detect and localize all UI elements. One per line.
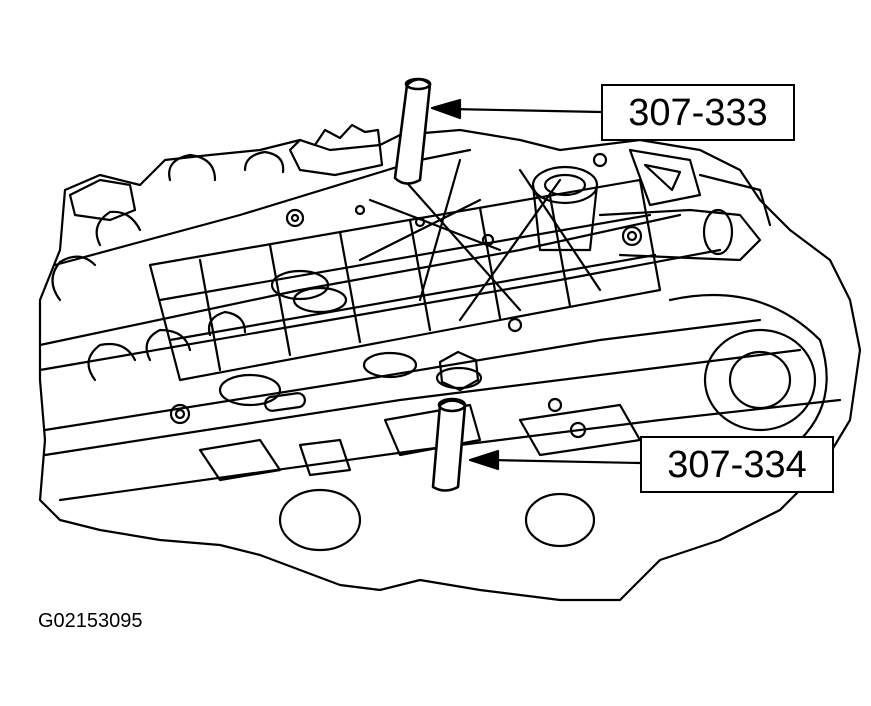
- leader-arrow-icon: [430, 98, 603, 120]
- callout-label-307-334: 307-334: [640, 436, 834, 493]
- hex-bolt-icon: [435, 350, 483, 392]
- wavy-bracket: [288, 123, 384, 177]
- callout-label-307-333: 307-333: [601, 84, 795, 141]
- valve-body-outline: [38, 128, 862, 602]
- left-bosses: [51, 150, 285, 382]
- leader-arrow-icon: [468, 449, 642, 471]
- alignment-pin-icon: [393, 77, 432, 185]
- solenoid-assembly: [598, 148, 772, 262]
- bolt-holes: [169, 152, 643, 439]
- alignment-pin-icon: [431, 397, 467, 492]
- center-fitting: [531, 165, 599, 252]
- figure-id: G02153095: [38, 610, 143, 632]
- spool-bores: [218, 269, 828, 552]
